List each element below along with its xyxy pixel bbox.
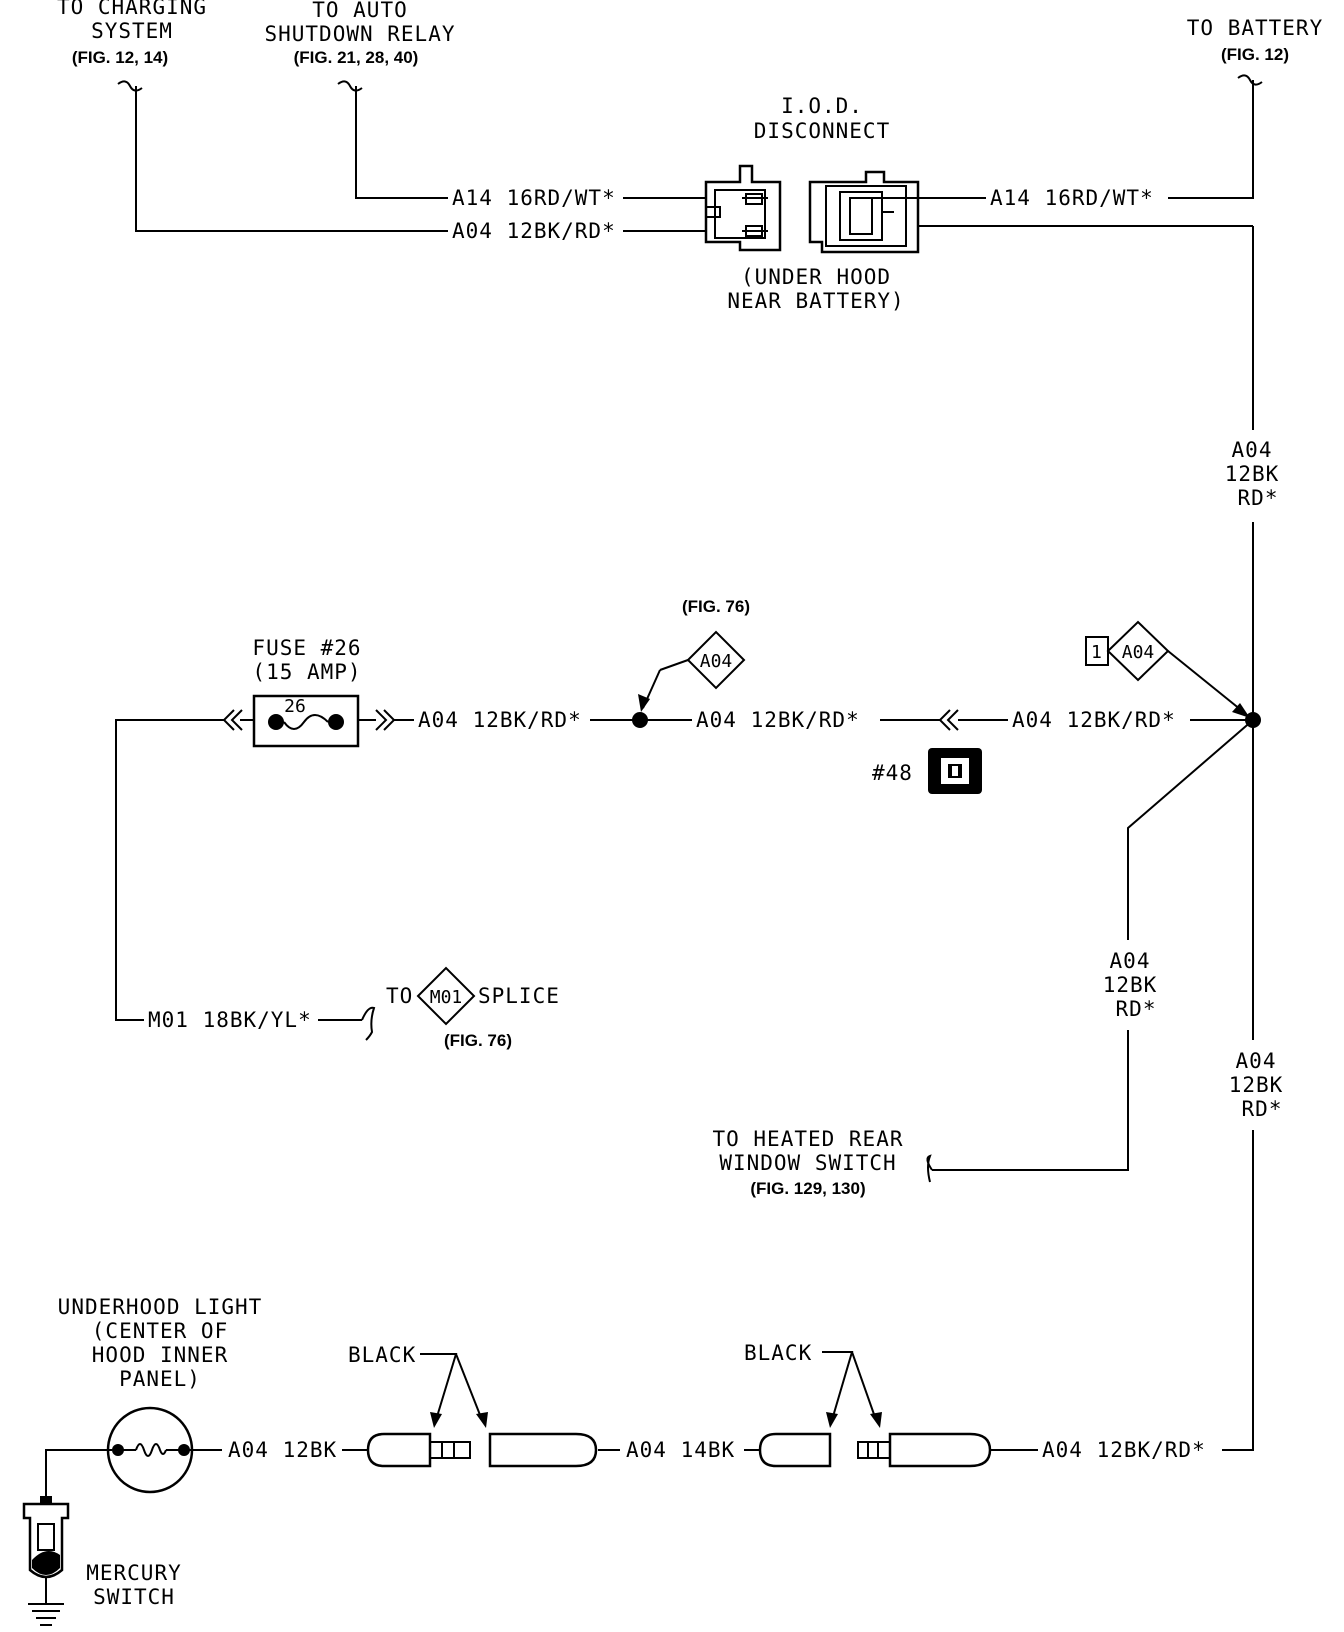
battery-fig-ref: (FIG. 12) — [1221, 45, 1289, 64]
battery-label: TO BATTERY — [1187, 16, 1323, 40]
svg-text:26: 26 — [284, 696, 306, 717]
m01-splice-reference: TO M01 SPLICE (FIG. 76) — [386, 966, 560, 1050]
connector-48: #48 — [872, 748, 982, 794]
wire-label-a14-right: A14 16RD/WT* — [990, 186, 1154, 210]
svg-text:(FIG. 129, 130): (FIG. 129, 130) — [750, 1179, 865, 1198]
svg-text:A04: A04 — [1122, 642, 1155, 663]
wire-label-a14-left: A14 16RD/WT* — [452, 186, 616, 210]
wire-charging — [135, 86, 448, 232]
heated-break-symbol — [926, 1154, 933, 1183]
battery-break-symbol — [1237, 74, 1263, 86]
iod-female-connector — [808, 170, 920, 254]
wire-main-vertical-bottom — [1222, 1130, 1254, 1451]
wire-label-m01: M01 18BK/YL* — [148, 1008, 312, 1032]
mercury-switch-label-line1: MERCURY — [86, 1561, 182, 1585]
charging-break-symbol — [117, 80, 143, 92]
wire-label-vert-top: A04 12BK RD* — [1225, 438, 1280, 510]
charging-label-line1: TO CHARGING — [57, 0, 207, 19]
wire-label-bottom-left: A04 12BK — [228, 1438, 337, 1462]
iod-male-connector — [704, 164, 782, 252]
underhood-light: UNDERHOOD LIGHT (CENTER OF HOOD INNER PA… — [58, 1295, 263, 1494]
svg-text:12BK: 12BK — [1225, 462, 1280, 486]
charging-fig-ref: (FIG. 12, 14) — [72, 48, 168, 67]
svg-text:(CENTER OF: (CENTER OF — [92, 1319, 228, 1343]
svg-text:12BK: 12BK — [1103, 973, 1158, 997]
wire-label-vert-branch: A04 12BK RD* — [1103, 949, 1158, 1021]
wire-branch-heated — [1127, 719, 1254, 940]
svg-text:WINDOW SWITCH: WINDOW SWITCH — [719, 1151, 896, 1175]
svg-text:RD*: RD* — [1238, 486, 1279, 510]
iod-location-line2: NEAR BATTERY) — [727, 289, 904, 313]
heated-rear-window-reference: TO HEATED REAR WINDOW SWITCH (FIG. 129, … — [712, 1127, 903, 1198]
svg-text:(FIG. 76): (FIG. 76) — [444, 1031, 512, 1050]
asd-break-symbol — [337, 80, 363, 92]
wire-to-mercury-switch — [45, 1449, 112, 1496]
svg-text:TO: TO — [386, 984, 413, 1008]
svg-text:#48: #48 — [872, 761, 913, 785]
wire-label-mid: A04 12BK/RD* — [696, 708, 860, 732]
fuse-26: FUSE #26 (15 AMP) 26 — [252, 636, 361, 748]
svg-text:FUSE #26: FUSE #26 — [252, 636, 361, 660]
iod-location-line1: (UNDER HOOD — [741, 265, 891, 289]
m01-break-symbol — [361, 1006, 376, 1041]
mercury-switch-label-line2: SWITCH — [93, 1585, 175, 1609]
wire-label-right-of-connector: A04 12BK/RD* — [1012, 708, 1176, 732]
charging-system-reference: TO CHARGING SYSTEM (FIG. 12, 14) — [57, 0, 207, 67]
battery-reference: TO BATTERY (FIG. 12) — [1187, 16, 1323, 64]
svg-text:PANEL): PANEL) — [119, 1367, 201, 1391]
bullet-connector-left — [366, 1432, 598, 1468]
mercury-switch — [22, 1496, 70, 1626]
auto-shutdown-relay-reference: TO AUTO SHUTDOWN RELAY (FIG. 21, 28, 40) — [264, 0, 455, 67]
fuse-out-chevron — [375, 709, 396, 731]
svg-text:A04: A04 — [1232, 438, 1273, 462]
svg-text:(15 AMP): (15 AMP) — [252, 660, 361, 684]
svg-text:1: 1 — [1091, 642, 1102, 663]
black-label-left: BLACK — [348, 1343, 488, 1428]
wire-label-a04-left: A04 12BK/RD* — [452, 219, 616, 243]
wire-label-bottom-mid: A04 14BK — [626, 1438, 735, 1462]
svg-text:(FIG. 76): (FIG. 76) — [682, 597, 750, 616]
wire-label-fuse-out: A04 12BK/RD* — [418, 708, 582, 732]
svg-text:A04: A04 — [1110, 949, 1151, 973]
svg-text:A04: A04 — [1236, 1049, 1277, 1073]
svg-text:SPLICE: SPLICE — [478, 984, 560, 1008]
svg-text:BLACK: BLACK — [348, 1343, 416, 1367]
wire-battery — [1168, 80, 1254, 199]
svg-text:BLACK: BLACK — [744, 1341, 812, 1365]
svg-text:A04: A04 — [700, 651, 733, 672]
iod-label-line1: I.O.D. — [781, 94, 863, 118]
asd-fig-ref: (FIG. 21, 28, 40) — [294, 48, 419, 67]
wire-fuse-in — [115, 719, 224, 1021]
bullet-connector-right — [758, 1432, 992, 1468]
black-label-right: BLACK — [744, 1341, 882, 1428]
svg-text:RD*: RD* — [1242, 1097, 1283, 1121]
asd-label-line2: SHUTDOWN RELAY — [264, 22, 455, 46]
charging-label-line2: SYSTEM — [91, 19, 173, 43]
iod-disconnect: I.O.D. DISCONNECT (UNDER HOOD NEAR BATTE… — [704, 94, 920, 313]
svg-text:RD*: RD* — [1116, 997, 1157, 1021]
svg-text:TO HEATED REAR: TO HEATED REAR — [712, 1127, 903, 1151]
wire-label-vert-right: A04 12BK RD* — [1229, 1049, 1284, 1121]
iod-label-line2: DISCONNECT — [754, 119, 890, 143]
wire-asd — [355, 86, 448, 199]
svg-text:12BK: 12BK — [1229, 1073, 1284, 1097]
splice-tag-right: 1 A04 — [1085, 620, 1250, 718]
inline-connector-48-symbol — [938, 709, 959, 731]
svg-text:HOOD INNER: HOOD INNER — [92, 1343, 228, 1367]
wire-branch-heated-lower — [932, 1030, 1129, 1171]
svg-text:M01: M01 — [430, 987, 463, 1008]
asd-label-line1: TO AUTO — [312, 0, 408, 22]
wire-label-bottom-right: A04 12BK/RD* — [1042, 1438, 1206, 1462]
fuse-in-chevron — [222, 709, 243, 731]
svg-text:UNDERHOOD LIGHT: UNDERHOOD LIGHT — [58, 1295, 263, 1319]
splice-tag-fig76: (FIG. 76) A04 — [638, 597, 750, 712]
